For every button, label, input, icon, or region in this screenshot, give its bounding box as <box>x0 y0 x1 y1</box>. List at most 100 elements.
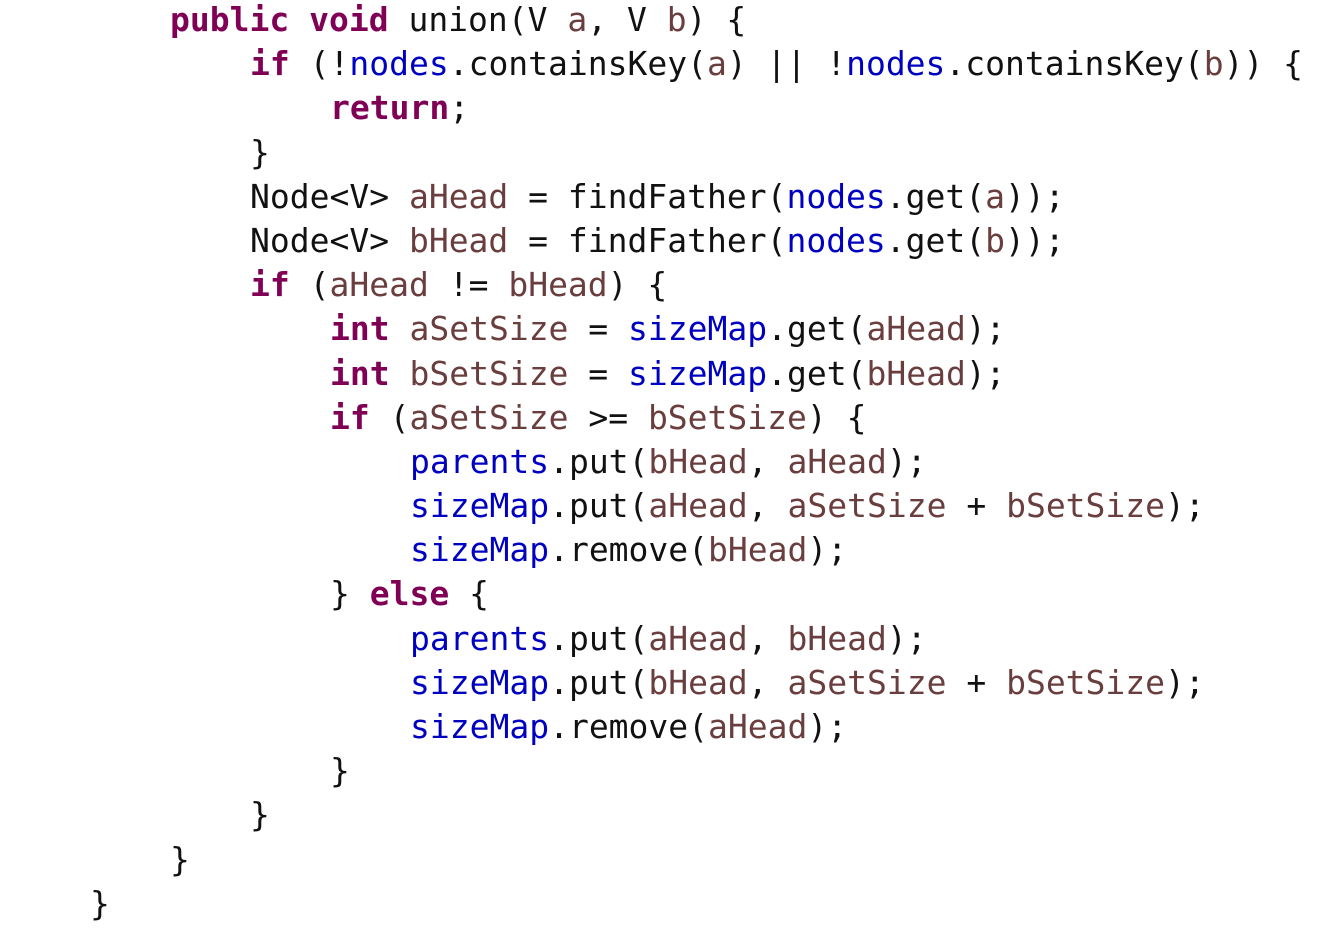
code-line: sizeMap.put(aHead, aSetSize + bSetSize); <box>90 484 1303 528</box>
keyword-token: else <box>369 574 450 614</box>
code-token: { <box>449 574 489 614</box>
code-token: .containsKey( <box>448 44 707 84</box>
code-token: .put( <box>549 441 649 481</box>
code-token: , <box>747 618 788 658</box>
code-token: .get( <box>885 220 986 260</box>
code-token: )); <box>1005 220 1065 260</box>
variable-token: b <box>666 0 687 39</box>
variable-token: bSetSize <box>1006 486 1166 526</box>
variable-token: bHead <box>408 220 509 260</box>
code-token: , <box>747 486 788 526</box>
keyword-token: if <box>250 265 290 305</box>
variable-token: aSetSize <box>409 309 569 349</box>
code-editor[interactable]: public void union(V a, V b) {if (!nodes.… <box>90 0 1303 926</box>
code-token: )) { <box>1223 44 1304 84</box>
code-token: ); <box>965 309 1006 349</box>
code-token <box>289 0 309 39</box>
code-line: sizeMap.put(bHead, aSetSize + bSetSize); <box>90 661 1303 705</box>
variable-token: aHead <box>648 618 748 658</box>
keyword-token: public <box>170 0 290 39</box>
code-token: } <box>250 132 270 172</box>
variable-token: bHead <box>648 441 748 481</box>
variable-token: aHead <box>329 265 429 305</box>
code-token: ( <box>289 265 330 305</box>
code-token: } <box>170 839 190 879</box>
code-line: } else { <box>90 572 1303 616</box>
keyword-token: int <box>330 309 390 349</box>
code-line: Node<V> aHead = findFather(nodes.get(a))… <box>90 175 1303 219</box>
code-token: ; <box>449 88 470 128</box>
keyword-token: if <box>330 397 370 437</box>
variable-token: aSetSize <box>787 662 947 702</box>
code-token: , <box>747 441 788 481</box>
variable-token: bSetSize <box>1006 662 1166 702</box>
code-token: ) { <box>686 0 747 39</box>
code-token: ) { <box>806 397 867 437</box>
code-line: } <box>90 131 1303 175</box>
code-token: ); <box>1165 486 1205 526</box>
code-token: ) { <box>607 265 668 305</box>
field-token: sizeMap <box>628 353 768 393</box>
code-line: } <box>90 882 1303 926</box>
code-token: Node<V> <box>250 176 409 216</box>
code-line: sizeMap.remove(aHead); <box>90 705 1303 749</box>
code-line: } <box>90 838 1303 882</box>
code-token: = findFather( <box>508 220 787 260</box>
code-line: Node<V> bHead = findFather(nodes.get(b))… <box>90 219 1303 263</box>
variable-token: a <box>706 44 727 84</box>
variable-token: aSetSize <box>409 397 569 437</box>
code-token: ); <box>1165 662 1205 702</box>
code-line: if (aSetSize >= bSetSize) { <box>90 396 1303 440</box>
variable-token: bHead <box>508 265 608 305</box>
code-token: + <box>946 662 1007 702</box>
code-token: .get( <box>767 353 867 393</box>
variable-token: a <box>985 176 1006 216</box>
code-line: if (aHead != bHead) { <box>90 263 1303 307</box>
field-token: sizeMap <box>410 707 550 746</box>
code-token: .containsKey( <box>945 44 1204 84</box>
variable-token: bHead <box>866 353 966 393</box>
code-token: } <box>330 574 370 614</box>
code-token: } <box>90 883 110 923</box>
field-token: parents <box>410 618 550 658</box>
variable-token: aSetSize <box>787 486 947 526</box>
code-token: + <box>946 486 1007 526</box>
variable-token: aHead <box>866 309 966 349</box>
field-token: nodes <box>786 220 886 260</box>
variable-token: bHead <box>708 530 808 570</box>
variable-token: aHead <box>408 176 509 216</box>
code-line: public void union(V a, V b) { <box>90 0 1303 42</box>
code-line: return; <box>90 86 1303 130</box>
code-token: .remove( <box>549 707 709 746</box>
field-token: parents <box>410 441 550 481</box>
code-token <box>390 309 410 348</box>
field-token: sizeMap <box>410 662 550 702</box>
variable-token: aHead <box>787 441 887 481</box>
keyword-token: int <box>330 353 390 393</box>
code-token: = findFather( <box>508 176 787 216</box>
field-token: nodes <box>846 44 946 84</box>
code-token: Node<V> <box>250 220 409 260</box>
code-token: (! <box>289 44 350 84</box>
field-token: sizeMap <box>628 309 768 349</box>
code-token: ); <box>886 441 927 481</box>
code-token: ); <box>886 618 927 658</box>
variable-token: bHead <box>787 618 887 658</box>
code-line: int aSetSize = sizeMap.get(aHead); <box>90 307 1303 351</box>
code-token: .put( <box>549 618 649 658</box>
variable-token: b <box>1203 44 1224 84</box>
code-token: ) || ! <box>726 44 847 84</box>
variable-token: bSetSize <box>647 397 807 437</box>
code-line: parents.put(aHead, bHead); <box>90 617 1303 661</box>
variable-token: aHead <box>708 707 808 746</box>
keyword-token: if <box>250 44 290 84</box>
code-line: parents.put(bHead, aHead); <box>90 440 1303 484</box>
code-token: ); <box>807 530 848 570</box>
keyword-token: void <box>309 0 389 39</box>
variable-token: aHead <box>648 486 748 526</box>
code-line: if (!nodes.containsKey(a) || !nodes.cont… <box>90 42 1303 86</box>
code-token: .remove( <box>549 530 709 570</box>
code-token: )); <box>1005 176 1065 216</box>
code-line: } <box>90 793 1303 837</box>
code-token: ( <box>369 397 410 437</box>
